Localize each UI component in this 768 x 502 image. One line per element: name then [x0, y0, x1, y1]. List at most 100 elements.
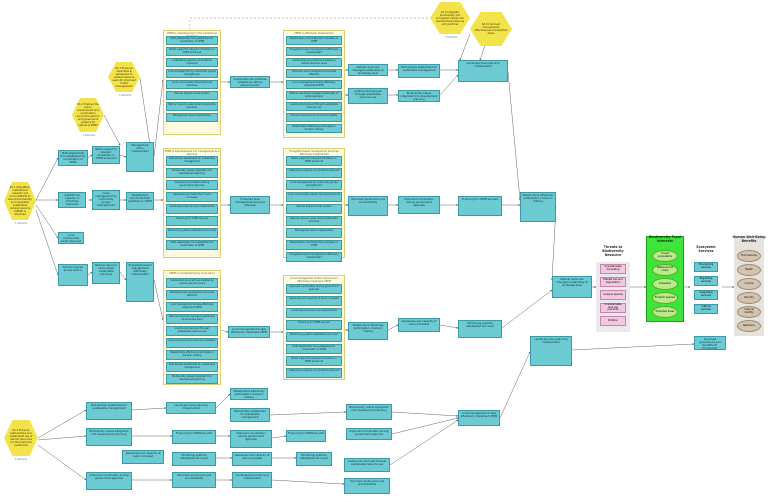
result-node[interactable]: Improved governance and accountability: [172, 472, 216, 488]
result-node[interactable]: Stakeholders effectively participate in …: [520, 192, 556, 222]
result-node[interactable]: Biodiversity values integrated into deve…: [398, 90, 440, 102]
bio-item[interactable]: Wetlands and rivers: [652, 264, 678, 276]
group-item[interactable]: Management plans implemented: [166, 113, 218, 122]
result-node[interactable]: NGOs support to relevant ministries on C…: [92, 146, 120, 164]
hwb-item[interactable]: Income: [737, 278, 761, 290]
result-node[interactable]: Improved coordination among government a…: [398, 196, 440, 214]
group-item[interactable]: NGOs support to relevant ministries on C…: [286, 356, 342, 366]
result-node[interactable]: Natural resources managed sustainably at…: [552, 276, 592, 298]
group-item[interactable]: Financing for CEPM secured: [286, 320, 342, 330]
result-node[interactable]: Livelihoods improved through sustainable…: [344, 458, 390, 472]
threat-item[interactable]: Habitat loss and degradation: [600, 277, 626, 287]
driver-hexagon[interactable]: KA 2 Improve the policy environment and …: [72, 98, 104, 132]
group-item[interactable]: Protected area management becomes effect…: [286, 69, 342, 78]
group-item[interactable]: Institutional capacity of ministries imp…: [286, 168, 342, 178]
bio-item[interactable]: Grassland: [652, 278, 678, 290]
result-node[interactable]: Stakeholders effectively participate in …: [348, 322, 388, 340]
result-node[interactable]: Financing for CEPM secured: [286, 430, 326, 442]
group-item[interactable]: Financing for CEPM secured: [166, 216, 218, 226]
group-item[interactable]: Biodiversity values integrated into deve…: [166, 374, 218, 384]
hwb-item[interactable]: Resilience: [737, 320, 761, 332]
group-item[interactable]: Awareness and capacity of users increase…: [286, 296, 342, 306]
group-item[interactable]: Livelihoods improved through sustainable…: [286, 102, 342, 111]
result-node[interactable]: Livelihoods improved through sustainable…: [348, 88, 388, 104]
threat-item[interactable]: Pollution: [600, 316, 626, 326]
group-item[interactable]: Multi-stakeholder fora established for c…: [166, 36, 218, 45]
group-item[interactable]: Local communities adopt improved practic…: [166, 80, 218, 89]
bio-item[interactable]: Endemic species: [652, 292, 678, 304]
result-node[interactable]: Biodiversity values integrated into deve…: [86, 428, 132, 446]
result-node[interactable]: Local management by community groups str…: [92, 190, 120, 210]
result-node[interactable]: Awareness and capacity of users increase…: [398, 318, 440, 332]
group-item[interactable]: Ecosystem based management effectively i…: [286, 47, 342, 56]
group-item[interactable]: Policies aligned across sectors: [286, 204, 342, 214]
result-node[interactable]: Monitoring systems established and used: [458, 320, 502, 338]
hwb-item[interactable]: Security: [737, 292, 761, 304]
bio-item[interactable]: Forest ecosystems: [652, 250, 678, 262]
threat-item[interactable]: Invasive species: [600, 290, 626, 300]
group-item[interactable]: Sustainable use practices adopted by nat…: [286, 58, 342, 67]
group-item[interactable]: NGOs support to relevant ministries on C…: [286, 156, 342, 166]
group-item[interactable]: Stakeholders effectively participate in …: [166, 350, 218, 360]
group-item[interactable]: Management plans implemented: [286, 228, 342, 238]
group-item[interactable]: Institutional capacity of ministries imp…: [166, 58, 218, 67]
group-item[interactable]: Stakeholders coordinate their activities…: [286, 36, 342, 45]
result-node[interactable]: Landscape level planning implemented: [232, 472, 272, 488]
group-item[interactable]: Awareness and capacity of users increase…: [166, 192, 218, 202]
group-item[interactable]: Natural resources managed sustainably at…: [286, 91, 342, 100]
eco-item[interactable]: Provisioning services: [694, 262, 718, 272]
result-node[interactable]: Partnerships established for sustainable…: [398, 64, 440, 78]
result-node[interactable]: Awareness and capacity of users increase…: [122, 450, 164, 464]
result-node[interactable]: Stakeholders coordinate their activities…: [126, 192, 154, 210]
result-node[interactable]: Multi-stakeholder fora established for c…: [58, 150, 88, 166]
result-node[interactable]: Local management bodies effectively impl…: [228, 326, 270, 338]
result-node[interactable]: Financing for CEPM secured: [458, 196, 502, 216]
result-node[interactable]: Protected area management becomes effect…: [230, 196, 270, 214]
group-item[interactable]: Natural resource users adopt sustainable…: [166, 102, 218, 111]
group-item[interactable]: Local communities adopt improved practic…: [286, 192, 342, 202]
driver-hexagon[interactable]: KA 4 Enhance partnerships and sustainabl…: [4, 420, 38, 456]
threat-item[interactable]: Unsustainable land use practices: [600, 303, 626, 313]
group-item[interactable]: Biodiversity values integrated into deve…: [166, 168, 218, 178]
eco-item[interactable]: Cultural services: [694, 304, 718, 314]
driver-hexagon[interactable]: KA 6 Improved management effectiveness o…: [470, 12, 512, 46]
hwb-item[interactable]: Health: [737, 264, 761, 276]
group-item[interactable]: Protected area management becomes effect…: [166, 290, 218, 300]
eco-item[interactable]: Supporting services: [694, 290, 718, 300]
group-item[interactable]: Local management by community groups str…: [166, 69, 218, 78]
group-item[interactable]: Local management bodies effectively impl…: [286, 80, 342, 89]
group-item[interactable]: Partnerships established for sustainable…: [166, 362, 218, 372]
group-item[interactable]: Local management bodies effectively impl…: [166, 302, 218, 312]
result-node[interactable]: Improved coordination among government a…: [346, 428, 392, 440]
result-node[interactable]: Improved coordination among government a…: [230, 430, 272, 448]
group-item[interactable]: Multi-stakeholder fora established for c…: [166, 240, 218, 250]
result-node[interactable]: Partnerships established for sustainable…: [230, 408, 270, 422]
group-item[interactable]: Improved coordination among government a…: [166, 180, 218, 190]
group-item[interactable]: Stakeholders effectively participate in …: [286, 124, 342, 133]
group-item[interactable]: Livelihoods improved through sustainable…: [166, 326, 218, 336]
group-item[interactable]: Natural resources managed sustainably at…: [166, 314, 218, 324]
result-node[interactable]: Financing for CEPM secured: [172, 430, 216, 444]
result-node[interactable]: Improved coordination among government a…: [86, 472, 132, 490]
group-item[interactable]: Institutional capacity of ministries imp…: [286, 368, 342, 378]
driver-hexagon[interactable]: KA 1 Strengthen institutional capacity a…: [4, 182, 36, 220]
result-node[interactable]: Partnerships established for sustainable…: [86, 402, 132, 420]
hwb-item[interactable]: Food security: [737, 250, 761, 262]
group-item[interactable]: Landscape level planning implemented: [166, 204, 218, 214]
result-node[interactable]: Monitoring systems established and used: [172, 452, 216, 466]
group-item[interactable]: Multi-stakeholder fora established for c…: [286, 344, 342, 354]
group-item[interactable]: Improved governance and accountability: [166, 338, 218, 348]
result-node[interactable]: Improved governance and benefits for bio…: [694, 336, 726, 350]
group-item[interactable]: Monitoring systems established and used: [286, 332, 342, 342]
group-item[interactable]: Sustainable use practices adopted by nat…: [166, 278, 218, 288]
group-item[interactable]: Improved governance and accountability: [286, 113, 342, 122]
result-node[interactable]: Ecosystem based management effectively i…: [126, 262, 154, 302]
group-item[interactable]: Improved coordination among government a…: [286, 284, 342, 294]
bio-item[interactable]: Protected areas: [652, 306, 678, 318]
result-node[interactable]: Policies aligned across sectors: [58, 264, 88, 286]
result-node[interactable]: Institutional capacity of ministries imp…: [58, 192, 86, 208]
group-item[interactable]: Policies aligned across sectors: [166, 91, 218, 100]
result-node[interactable]: Monitoring systems established and used: [296, 452, 332, 466]
result-node[interactable]: Landscape level planning implemented: [166, 402, 216, 414]
group-item[interactable]: Partnerships established for sustainable…: [166, 156, 218, 166]
